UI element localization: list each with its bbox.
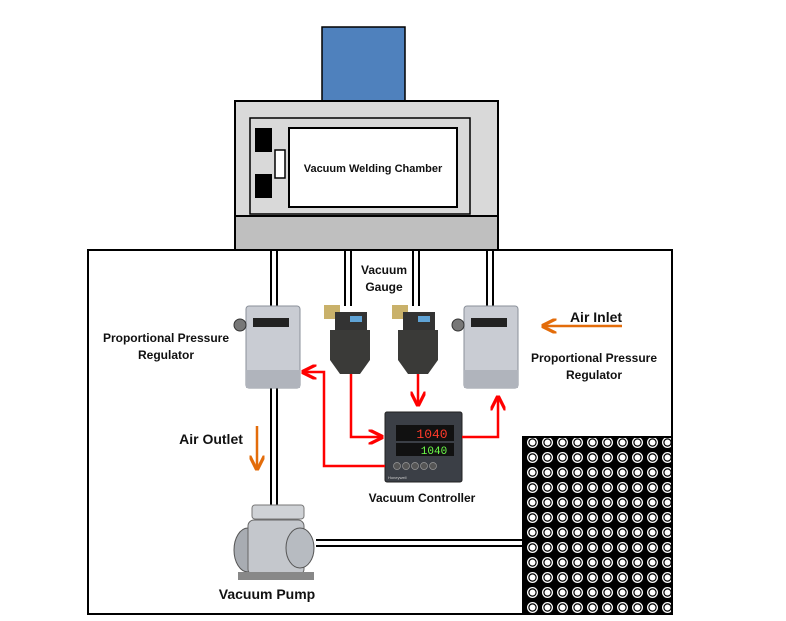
chamber-base bbox=[234, 215, 499, 251]
left-regulator-label-line1: Proportional Pressure bbox=[103, 331, 229, 345]
door-handle-icon bbox=[274, 149, 286, 179]
door-hinge-icon bbox=[255, 174, 272, 198]
air-outlet-label: Air Outlet bbox=[179, 431, 243, 447]
signal-arrows bbox=[304, 372, 498, 468]
controller-brand: Honeywell bbox=[388, 475, 407, 480]
air-inlet-label: Air Inlet bbox=[570, 309, 622, 325]
filter-mesh bbox=[522, 436, 673, 615]
chamber-top-block bbox=[321, 26, 406, 102]
vacuum-valve-left bbox=[324, 305, 370, 374]
pump-label: Vacuum Pump bbox=[219, 586, 315, 602]
chamber-label: Vacuum Welding Chamber bbox=[304, 163, 443, 175]
left-regulator-label-line2: Regulator bbox=[138, 348, 194, 362]
chamber-window bbox=[288, 127, 458, 208]
gauge-label-line1: Vacuum bbox=[361, 263, 407, 277]
controller-sv-display: 1040 bbox=[421, 446, 447, 458]
right-regulator-label-line1: Proportional Pressure bbox=[531, 351, 657, 365]
vacuum-welding-chamber: Vacuum Welding Chamber bbox=[234, 26, 499, 251]
gauge-label-line2: Gauge bbox=[365, 280, 403, 294]
vacuum-controller-device: 1040 1040 Honeywell bbox=[384, 411, 463, 483]
controller-label: Vacuum Controller bbox=[369, 491, 476, 505]
right-regulator-label-line2: Regulator bbox=[566, 368, 622, 382]
vacuum-valve-right bbox=[392, 305, 438, 374]
pipes bbox=[270, 250, 523, 547]
vacuum-pump-device bbox=[233, 504, 315, 580]
right-pressure-regulator bbox=[451, 305, 519, 389]
door-hinge-icon bbox=[255, 128, 272, 152]
controller-pv-display: 1040 bbox=[416, 427, 447, 442]
left-pressure-regulator bbox=[233, 305, 301, 389]
